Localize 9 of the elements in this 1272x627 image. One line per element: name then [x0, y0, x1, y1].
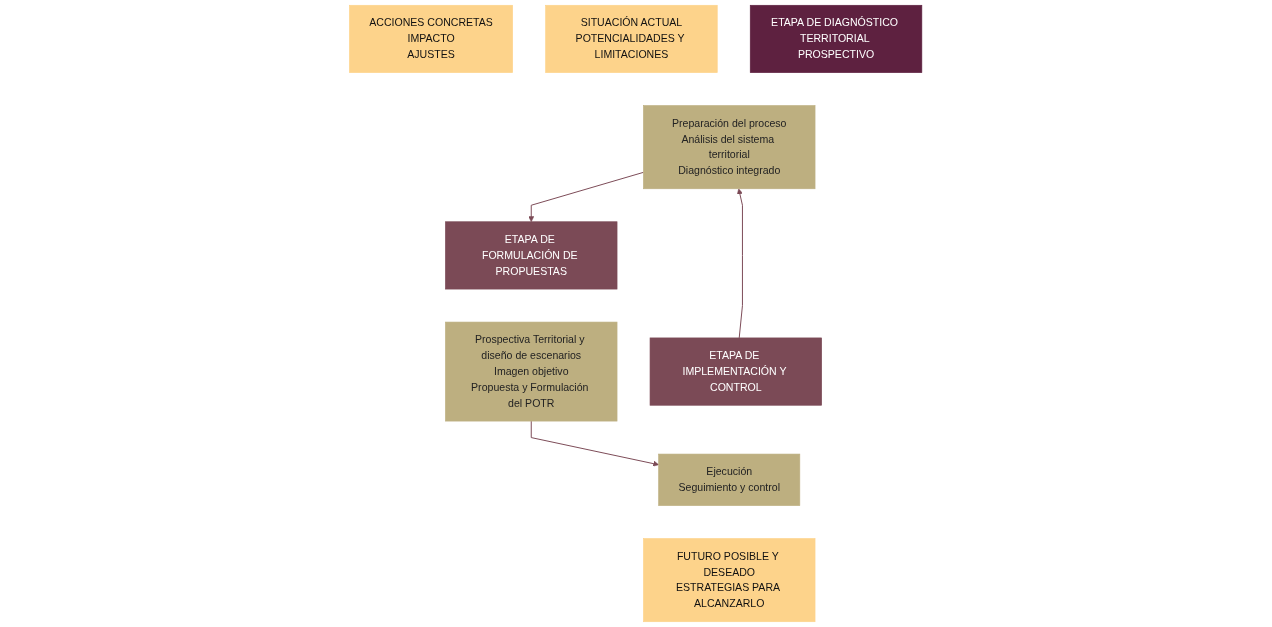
- node-box: ETAPA DE DIAGNÓSTICO TERRITORIAL PROSPECTIVO: [750, 4, 923, 73]
- node-box: SITUACIÓN ACTUAL POTENCIALIDADES Y LIMITACIONES: [545, 4, 718, 73]
- node-box: ACCIONES CONCRETAS IMPACTO AJUSTES: [349, 4, 514, 73]
- node-box: FUTURO POSIBLE Y DESEADO ESTRATEGIAS PARA ALCANZARLO: [643, 538, 816, 623]
- node-box: Ejecución Seguimiento y control: [658, 453, 801, 506]
- node-box: ETAPA DE IMPLEMENTACIÓN Y CONTROL: [650, 337, 823, 406]
- node-box: Preparación del proceso Análisis del sistema territorial Diagnóstico integrado: [643, 105, 816, 190]
- node-box: ETAPA DE FORMULACIÓN DE PROPUESTAS: [445, 221, 618, 290]
- node-box: Prospectiva Territorial y diseño de escenarios Imagen objetivo Propuesta y Formulación del POTR: [445, 321, 618, 422]
